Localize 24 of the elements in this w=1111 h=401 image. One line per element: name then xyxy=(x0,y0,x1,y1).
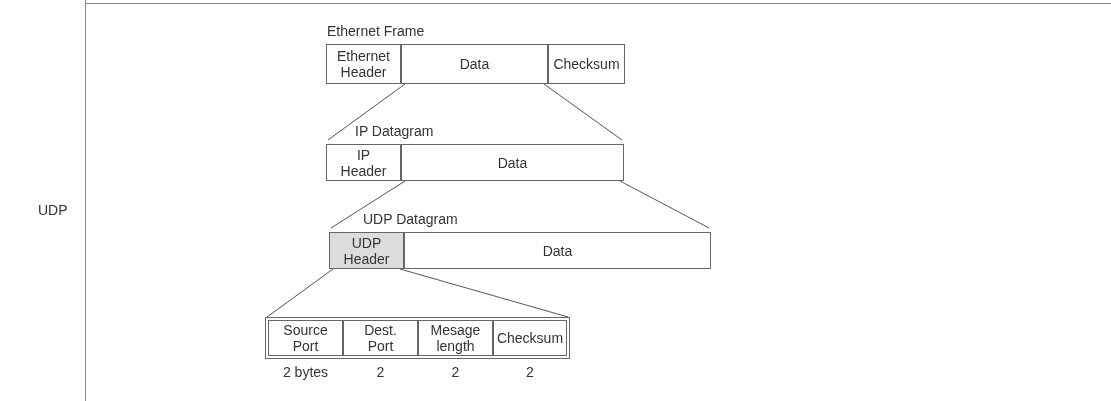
frame-title: IP Datagram xyxy=(355,122,434,140)
field-size: 2 xyxy=(525,364,535,380)
field-box: Data xyxy=(401,144,624,181)
field-box: Checksum xyxy=(493,320,567,356)
expansion-line xyxy=(266,268,569,318)
field-box: Data xyxy=(404,232,711,269)
header-fields-row xyxy=(265,317,570,359)
field-size: 2 xyxy=(375,364,386,380)
frame-title: UDP Datagram xyxy=(363,210,458,228)
field-box: UDP Header xyxy=(329,232,404,269)
field-box: Checksum xyxy=(548,44,625,84)
field-box: Dest. Port xyxy=(343,320,418,356)
packet-frame xyxy=(326,22,625,84)
field-box: Source Port xyxy=(268,320,343,356)
expansion-line xyxy=(327,83,623,141)
field-box: Ethernet Header xyxy=(326,44,401,84)
field-size: 2 xyxy=(450,364,461,380)
frame-title: Ethernet Frame xyxy=(327,22,425,40)
field-box: Mesage length xyxy=(418,320,493,356)
field-size: 2 bytes xyxy=(281,364,330,380)
field-box: IP Header xyxy=(326,144,401,181)
layer-label: UDP xyxy=(38,202,68,218)
field-box: Data xyxy=(401,44,548,84)
expansion-line xyxy=(330,180,710,229)
